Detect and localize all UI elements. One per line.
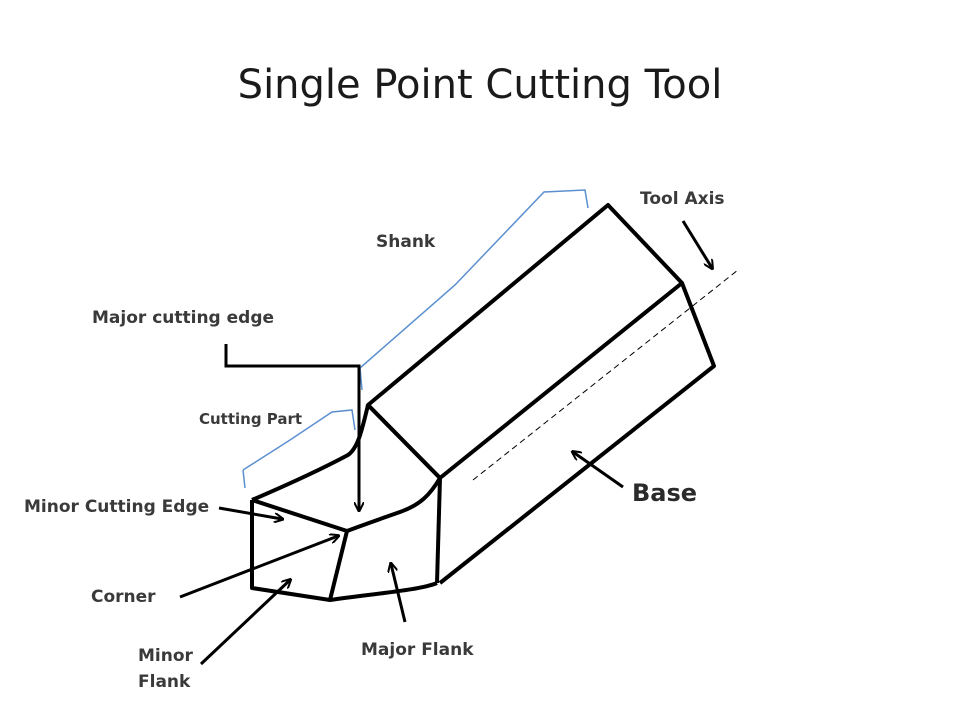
minor-cutting-edge-label: Minor Cutting Edge [24, 497, 210, 517]
tool-axis-line [472, 269, 739, 481]
rake-face [251, 404, 370, 502]
minor-flank-label-line1: Minor [138, 646, 193, 666]
minor-cutting-edge-arrow [218, 506, 282, 519]
tool-nose-link [366, 403, 442, 480]
corner-label: Corner [91, 587, 156, 607]
major-flank-face [329, 581, 438, 602]
minor-flank-arrow [199, 580, 290, 666]
major-cutting-edge-label: Major cutting edge [92, 308, 275, 328]
shank-side-face [438, 282, 716, 585]
base-edge [435, 477, 442, 584]
minor-flank-label: Minor Flank [138, 643, 193, 695]
major-cutting-edge-leader [224, 344, 359, 510]
base-arrow [573, 452, 624, 489]
minor-flank-face [250, 500, 349, 602]
corner-arrow [179, 536, 338, 599]
major-flank-arrow [391, 564, 407, 623]
cutting-part-bracket [242, 409, 356, 489]
tool-axis-label: Tool Axis [640, 189, 725, 209]
tool-body [250, 203, 716, 602]
shank-label: Shank [376, 232, 436, 252]
minor-cutting-edge-line [251, 498, 348, 533]
cutting-part-label: Cutting Part [199, 410, 303, 428]
annotation-arrows [179, 220, 712, 666]
base-label: Base [632, 479, 698, 507]
major-cutting-edge-line [346, 476, 442, 533]
shank-bracket [359, 189, 589, 391]
page-title: Single Point Cutting Tool [237, 62, 723, 108]
tool-axis-arrow [681, 220, 712, 268]
minor-flank-label-line2: Flank [138, 672, 191, 692]
major-flank-label: Major Flank [361, 640, 474, 660]
